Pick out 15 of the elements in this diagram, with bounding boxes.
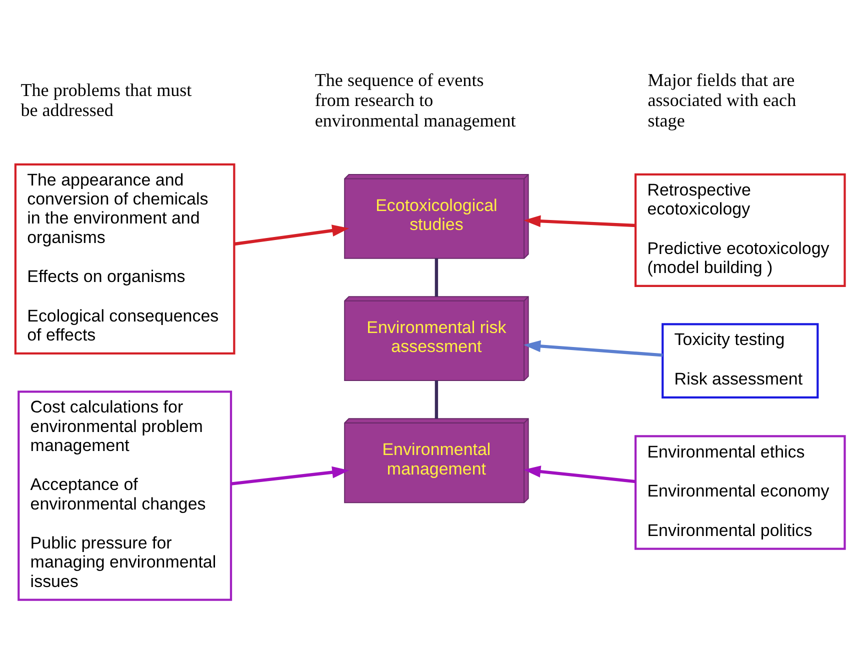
arrow [524,466,636,484]
node-box: Environmental ethics Environmental economy Environmental politics [634,435,846,550]
label: Major fields that are associated with each stage [648,70,796,130]
arrow [234,224,350,246]
label: The problems that must be addressed [20,80,192,120]
arrow [524,340,663,357]
node-box: Toxicity testing Risk assessment [662,323,819,399]
connector [434,258,438,297]
label: The sequence of events from research to environmental management [314,70,516,130]
arrow [230,466,350,486]
connector [434,380,438,419]
arrow [524,215,636,228]
node-box: Cost calculations for environmental problem management Acceptance of environmental changes Public pressure for managing environmental issues [18,390,232,601]
node-box: Retrospective ecotoxicology Predictive ecotoxicology (model building ) [634,173,846,288]
node-box: The appearance and conversion of chemicals in the environment and organisms Effects on organisms Ecological consequences of effects [14,163,236,354]
